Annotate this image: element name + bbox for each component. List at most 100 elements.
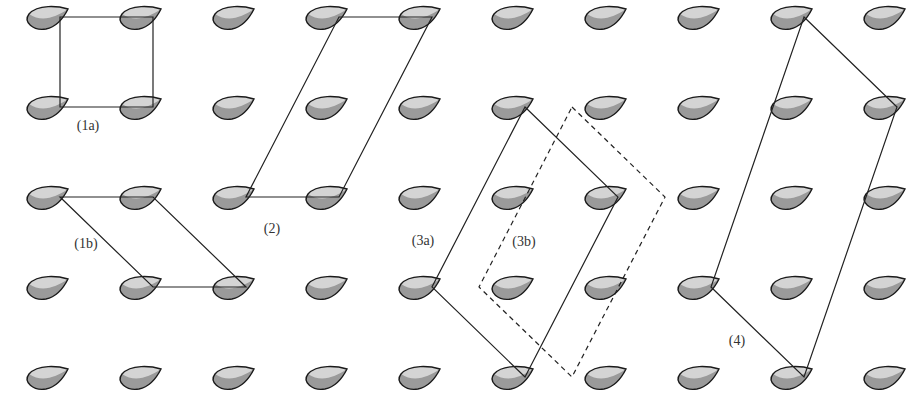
motif-outline xyxy=(492,97,533,120)
paisley-motif xyxy=(120,7,161,30)
motif-outline xyxy=(27,367,68,390)
motif-outline xyxy=(492,7,533,30)
paisley-motif xyxy=(492,367,533,390)
paisley-motif xyxy=(492,7,533,30)
motif-outline xyxy=(120,367,161,390)
motif-outline xyxy=(678,7,719,30)
paisley-motif xyxy=(213,187,254,210)
paisley-motif xyxy=(771,97,812,120)
cell-label: (2) xyxy=(262,221,282,236)
paisley-motif xyxy=(306,277,347,300)
paisley-motif xyxy=(306,367,347,390)
paisley-motif xyxy=(213,277,254,300)
paisley-motif xyxy=(492,277,533,300)
paisley-motif xyxy=(864,97,905,120)
paisley-motif xyxy=(120,97,161,120)
paisley-motif xyxy=(678,97,719,120)
motif-outline xyxy=(27,7,68,30)
motif-outline xyxy=(678,97,719,120)
motif-outline xyxy=(492,187,533,210)
unit-cell xyxy=(60,17,153,107)
motif-outline xyxy=(213,367,254,390)
paisley-motif xyxy=(399,7,440,30)
paisley-motif xyxy=(771,187,812,210)
unit-cell xyxy=(432,107,618,377)
motif-outline xyxy=(27,187,68,210)
paisley-motif xyxy=(771,7,812,30)
motif-outline xyxy=(213,7,254,30)
cell-label: (3b) xyxy=(510,234,537,249)
paisley-motif xyxy=(399,367,440,390)
unit-cell xyxy=(60,197,246,287)
motif-outline xyxy=(27,97,68,120)
motif-outline xyxy=(399,187,440,210)
motif-outline xyxy=(120,187,161,210)
paisley-motif xyxy=(585,7,626,30)
motif-outline xyxy=(771,277,812,300)
motif-outline xyxy=(864,277,905,300)
motif-outline xyxy=(306,97,347,120)
paisley-motif xyxy=(585,187,626,210)
motif-outline xyxy=(864,7,905,30)
motif-outline xyxy=(27,277,68,300)
motif-outline xyxy=(120,277,161,300)
paisley-motif xyxy=(27,367,68,390)
motif-outline xyxy=(306,277,347,300)
paisley-motif xyxy=(399,277,440,300)
motif-outline xyxy=(771,187,812,210)
motif-outline xyxy=(492,367,533,390)
paisley-motif xyxy=(678,7,719,30)
motif-outline xyxy=(306,187,347,210)
motif-outline xyxy=(771,7,812,30)
paisley-motif xyxy=(27,187,68,210)
motif-outline xyxy=(213,187,254,210)
motif-outline xyxy=(585,97,626,120)
motif-outline xyxy=(864,97,905,120)
motif-outline xyxy=(120,7,161,30)
paisley-motif xyxy=(306,7,347,30)
paisley-motif xyxy=(492,97,533,120)
motif-outline xyxy=(585,187,626,210)
motif-outline xyxy=(585,367,626,390)
paisley-motif xyxy=(306,187,347,210)
paisley-motif xyxy=(27,7,68,30)
motif-outline xyxy=(399,97,440,120)
motif-outline xyxy=(213,277,254,300)
motif-outline xyxy=(771,97,812,120)
motif-outline xyxy=(213,97,254,120)
motif-outline xyxy=(585,7,626,30)
paisley-motif xyxy=(678,187,719,210)
motif-grid xyxy=(27,7,905,390)
paisley-motif xyxy=(771,277,812,300)
paisley-motif xyxy=(213,7,254,30)
paisley-motif xyxy=(399,97,440,120)
paisley-motif xyxy=(864,187,905,210)
cell-label: (1b) xyxy=(72,236,99,251)
paisley-motif xyxy=(213,97,254,120)
paisley-motif xyxy=(27,97,68,120)
paisley-motif xyxy=(864,277,905,300)
cell-label: (1a) xyxy=(75,118,102,133)
cell-label: (3a) xyxy=(410,233,437,248)
motif-outline xyxy=(492,277,533,300)
motif-outline xyxy=(864,367,905,390)
motif-outline xyxy=(585,277,626,300)
paisley-motif xyxy=(585,367,626,390)
motif-outline xyxy=(120,97,161,120)
paisley-motif xyxy=(120,277,161,300)
paisley-motif xyxy=(120,367,161,390)
paisley-motif xyxy=(306,97,347,120)
unit-cell xyxy=(246,17,432,197)
paisley-motif xyxy=(864,7,905,30)
paisley-motif xyxy=(492,187,533,210)
motif-outline xyxy=(864,187,905,210)
unit-cell xyxy=(479,107,665,377)
unit-cell xyxy=(711,17,897,377)
paisley-motif xyxy=(213,367,254,390)
cell-label: (4) xyxy=(727,333,747,348)
motif-outline xyxy=(678,367,719,390)
paisley-motif xyxy=(864,367,905,390)
motif-outline xyxy=(399,277,440,300)
